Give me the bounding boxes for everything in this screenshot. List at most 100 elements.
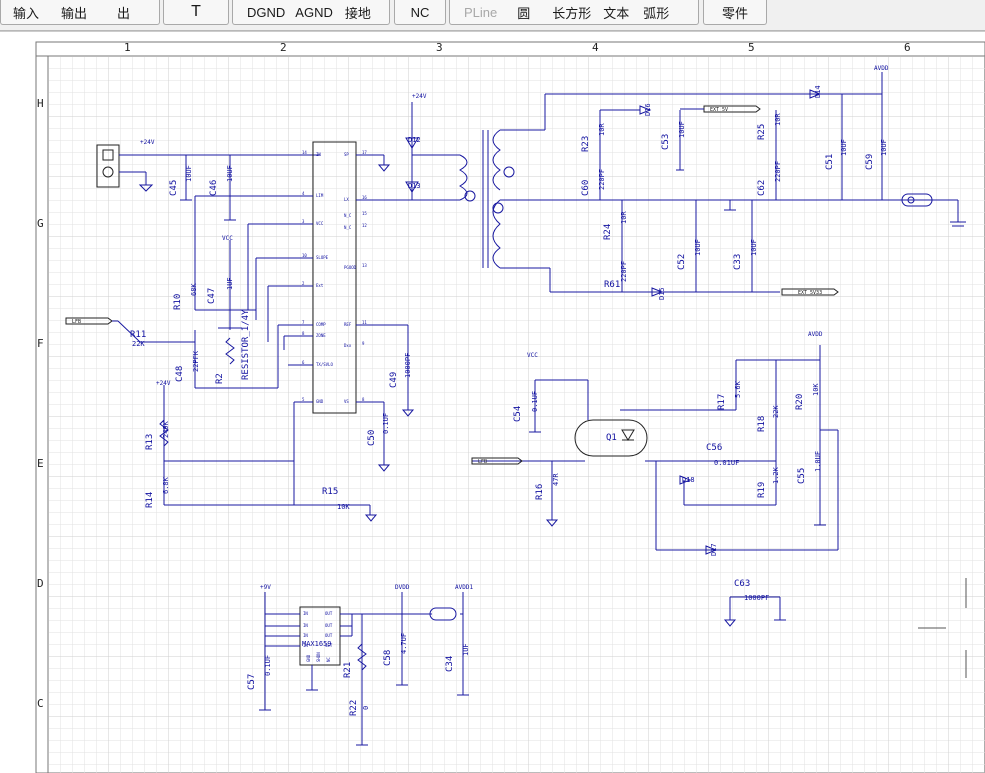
ic-pin-left-num: 4 (302, 191, 305, 196)
r61-value: 220PF (620, 261, 628, 282)
c63-value: 1000PF (744, 594, 769, 602)
agnd-button[interactable]: AGND (295, 4, 333, 20)
row-label: F (37, 337, 44, 350)
ic-pin-left-num: 7 (302, 320, 305, 325)
d15-ref: D15 (658, 287, 666, 300)
c45-value: 10UF (185, 165, 193, 182)
net-flag-lfb-left: LFB (72, 319, 81, 325)
c48-ref: C48 (175, 366, 185, 382)
toolbar: 输入 输出 出 T DGND AGND 接地 NC PLine 圆 长方形 文本… (0, 0, 985, 31)
c52-ref: C52 (677, 254, 687, 270)
left-wiring (140, 155, 378, 522)
ext-5v-flag[interactable] (680, 105, 761, 113)
pline-button[interactable]: PLine (464, 4, 498, 20)
draw-toolbar-group: PLine 圆 长方形 文本 弧形 (449, 0, 699, 25)
c53-value: 10UF (678, 121, 686, 138)
r14-ref: R14 (145, 492, 155, 508)
row-label: E (37, 457, 44, 470)
lfb-left-flag[interactable] (65, 317, 141, 343)
r2-value: RESISTOR_1/4Y (241, 309, 251, 380)
power-label-avdd-top: AVDD (874, 65, 889, 72)
ic-pin-right-num: 9 (362, 341, 365, 346)
c33-value: 10UF (750, 239, 758, 256)
ic-pin-left: TX/SVLO (316, 362, 333, 367)
r21-ref: R21 (343, 662, 353, 678)
net-flag-ext-5v33: EXT_5V33 (798, 290, 822, 296)
column-label: 5 (748, 41, 755, 54)
c58-ref: C58 (383, 650, 393, 666)
main-ic[interactable] (312, 141, 357, 414)
r23-value: 10R (598, 123, 606, 136)
d12-ref: D12 (408, 136, 421, 144)
c46-value: 10UF (226, 165, 234, 182)
ic-pin-left: GND (316, 399, 324, 404)
reg-ref: MAX1659 (302, 640, 332, 648)
text-cursor-button[interactable]: T (191, 3, 201, 20)
c49-value: 1000PF (404, 353, 412, 378)
r11-value: 22K (132, 340, 145, 348)
net-flag-lfb-mid: LFB (478, 459, 487, 465)
text-button[interactable]: 文本 (603, 5, 630, 21)
ic-pin-left-num: 10 (302, 253, 307, 258)
c58-value: 4.7UF (400, 633, 408, 654)
lfb-mid-flag[interactable] (471, 457, 523, 465)
output-port-button[interactable]: 输出 (61, 5, 88, 21)
c57-value: 0.1UF (264, 655, 272, 676)
schematic-labels: +24V +24V +24V AVDD AVDD VCC VCC +9V DVD… (72, 65, 889, 716)
power-label-avdd-right: AVDD (808, 331, 823, 338)
r16-ref: R16 (535, 484, 545, 500)
ic-pin-right: LX (344, 197, 349, 202)
c62-value: 220PF (774, 161, 782, 182)
row-label: G (37, 217, 44, 230)
ic-pin-left: VCC (316, 221, 324, 226)
r16-value: 47R (552, 473, 560, 486)
r14-value: 6.8K (162, 476, 170, 494)
r19-value: 1.2K (772, 466, 780, 484)
r23-ref: R23 (581, 136, 591, 152)
c33-ref: C33 (733, 254, 743, 270)
d14-ref: D14 (814, 85, 822, 98)
input-connector[interactable] (96, 144, 320, 192)
row-label: H (37, 97, 44, 110)
r17-value: 5.6K (734, 380, 742, 398)
rectangle-button[interactable]: 长方形 (552, 5, 592, 21)
optocoupler-section (472, 345, 839, 551)
io-toolbar-group: 输入 输出 出 (0, 0, 160, 25)
power-label-24v-mid: +24V (156, 380, 171, 387)
reg-pin-right: OUT (325, 611, 333, 616)
reg-pin-right: OUT (325, 633, 333, 638)
r24-ref: R24 (603, 224, 613, 240)
c49-ref: C49 (389, 372, 399, 388)
no-connect-button[interactable]: NC (410, 4, 430, 20)
out-port-button[interactable]: 出 (117, 5, 131, 21)
c51-value: 10UF (840, 139, 848, 156)
reg-pin-left: IN (303, 643, 308, 648)
circle-button[interactable]: 圆 (517, 5, 531, 21)
c54-ref: C54 (513, 406, 523, 422)
dgnd-button[interactable]: DGND (247, 4, 286, 20)
c57-ref: C57 (247, 674, 257, 690)
c56-ref: C56 (706, 443, 722, 453)
output-fuse[interactable] (901, 193, 966, 227)
c45-ref: C45 (169, 180, 179, 196)
net-toolbar-group: DGND AGND 接地 (232, 0, 390, 25)
c63-capacitor[interactable] (723, 596, 786, 627)
r61-ref: R61 (604, 280, 620, 290)
text-toolbar-group: T (163, 0, 229, 25)
c55-value: 1.0UF (814, 451, 822, 472)
nc-toolbar-group: NC (394, 0, 446, 25)
r10-value: 68K (190, 283, 198, 296)
parts-button[interactable]: 零件 (721, 5, 748, 21)
reg-pin-left: IN (303, 611, 308, 616)
ic-pin-right: N_C (344, 213, 352, 218)
ground-button[interactable]: 接地 (344, 5, 371, 21)
ic-pin-left: IN (316, 152, 321, 157)
ic-pin-left: ZONE (316, 333, 326, 338)
ic-pin-left: COMP (316, 322, 326, 327)
transformer[interactable] (458, 72, 958, 293)
input-port-button[interactable]: 输入 (13, 5, 40, 21)
arc-button[interactable]: 弧形 (643, 5, 670, 21)
ext-5v33-flag[interactable] (781, 288, 839, 296)
